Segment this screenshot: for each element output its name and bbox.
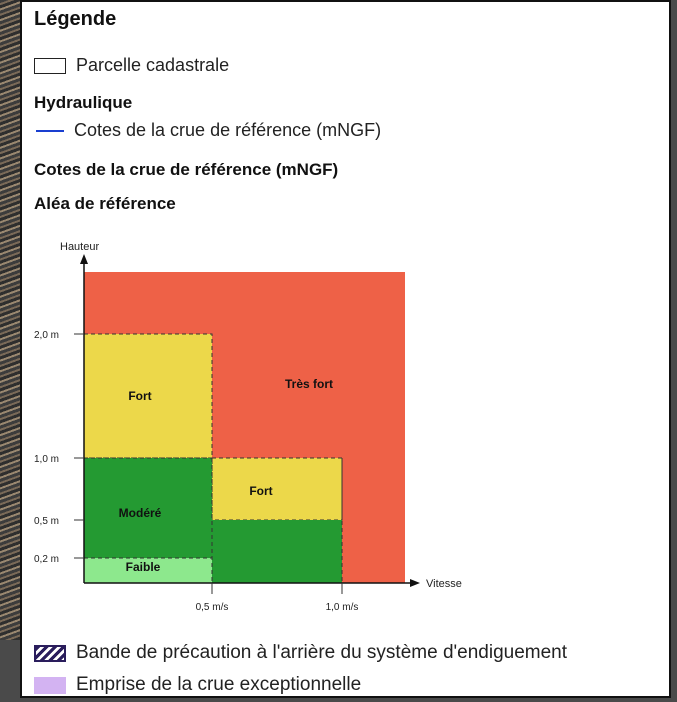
precaution-hatch-symbol <box>34 644 66 662</box>
legend-title: Légende <box>34 8 117 30</box>
hydraulic-heading: Hydraulique <box>34 93 133 112</box>
y-tick-label: 0,2 m <box>34 554 59 565</box>
legend-item-precaution: Bande de précaution à l'arrière du systè… <box>34 642 567 664</box>
zone-fort-lower <box>211 457 343 521</box>
zone-faible <box>84 558 212 583</box>
zone-modere <box>84 458 342 583</box>
y-tick-label: 1,0 m <box>34 454 59 465</box>
y-tick-label: 2,0 m <box>34 330 59 341</box>
parcel-symbol <box>34 57 66 74</box>
exceptional-symbol <box>34 676 66 694</box>
y-axis-label: Hauteur <box>60 241 99 253</box>
legend-item-parcel: Parcelle cadastrale <box>34 55 229 76</box>
zone-label-modere: Modéré <box>119 506 162 520</box>
flood-line-symbol <box>36 129 64 132</box>
parcel-label: Parcelle cadastrale <box>76 55 230 75</box>
zone-fort-upper <box>83 333 213 459</box>
y-axis-arrow <box>80 254 88 264</box>
x-axis-arrow <box>410 579 420 587</box>
y-tick-label: 0,5 m <box>34 516 59 527</box>
hazard-heading: Aléa de référence <box>34 194 176 213</box>
x-tick-label: 0,5 m/s <box>196 602 229 613</box>
background-map <box>0 0 22 640</box>
zone-label-fort-lower: Fort <box>249 484 272 498</box>
exceptional-label: Emprise de la crue exceptionnelle <box>76 674 362 695</box>
x-axis-label: Vitesse <box>426 578 462 590</box>
precaution-label: Bande de précaution à l'arrière du systè… <box>76 642 568 663</box>
zone-label-fort-upper: Fort <box>128 389 151 403</box>
x-tick-label: 1,0 m/s <box>326 602 359 613</box>
flood-heading: Cotes de la crue de référence (mNGF) <box>34 160 339 179</box>
zone-label-tres-fort: Très fort <box>285 377 333 391</box>
legend-item-flood-line: Cotes de la crue de référence (mNGF) <box>34 120 381 141</box>
hazard-diagram: Hauteur Vitesse 2,0 m 1,0 m 0,5 m 0,2 m … <box>34 241 462 613</box>
zone-label-faible: Faible <box>126 560 161 574</box>
legend-panel: Légende Parcelle cadastrale Hydraulique … <box>20 0 671 698</box>
flood-line-label: Cotes de la crue de référence (mNGF) <box>74 120 382 140</box>
legend-item-exceptional: Emprise de la crue exceptionnelle <box>34 674 361 696</box>
